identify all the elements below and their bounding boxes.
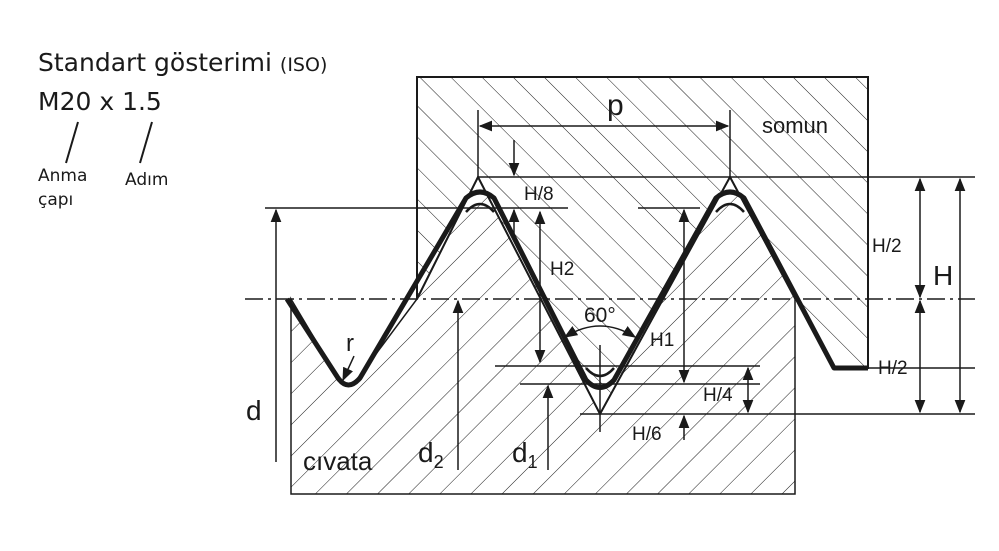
label-h: H [933,260,953,291]
radius-leader [342,355,355,382]
label-d2-base: d [418,437,434,468]
label-d1-sub: 1 [528,452,538,472]
title-paren: (ISO) [279,54,328,76]
title-main: Standart gösterimi [38,48,272,77]
label-r: r [346,330,354,357]
label-h2-upper: H/2 [872,236,902,257]
leader-pitch [139,121,153,164]
thread-profile [284,189,868,390]
label-d2-sub: 2 [434,452,444,472]
label-diameter-line2: çapı [38,190,74,210]
label-h2-depth: H2 [550,259,574,280]
designation: M20 x 1.5 [38,87,162,116]
title: Standart gösterimi (ISO) [38,48,327,77]
label-d: d [246,395,262,426]
label-h8: H/8 [524,184,554,205]
angle-arc [563,325,637,338]
label-angle: 60° [584,304,616,327]
label-civata: cıvata [303,446,373,476]
label-d1-base: d [512,437,528,468]
crest-arc-left [465,202,495,213]
label-h2-lower: H/2 [878,358,908,379]
leader-diameter [65,121,79,164]
label-p: p [607,89,624,122]
crest-arc-right [715,202,745,213]
label-d1: d1 [512,437,538,472]
label-somun: somun [762,113,828,138]
label-d2: d2 [418,437,444,472]
label-h6: H/6 [632,424,662,445]
label-pitch: Adım [125,170,169,190]
label-diameter-line1: Anma [38,166,88,186]
label-h4: H/4 [703,385,733,406]
label-h1: H1 [650,330,674,351]
